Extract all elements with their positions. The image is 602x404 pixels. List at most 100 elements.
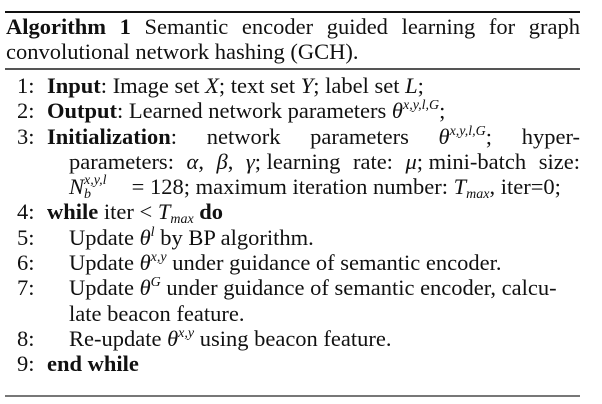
math-alpha: α: [186, 148, 199, 174]
algorithm-body: 1: Input: Image set X; text set Y; label…: [0, 73, 580, 377]
text: ; text set: [218, 73, 301, 98]
text: parameters:: [69, 148, 174, 174]
keyword-initialization: Initialization: [47, 123, 171, 149]
math-theta: θ: [391, 98, 403, 124]
math-superscript: G: [150, 275, 161, 291]
math-subscript: max: [466, 187, 490, 203]
math-Y: Y: [300, 73, 314, 98]
text: Re-update: [69, 325, 168, 351]
keyword-input: Input: [47, 73, 101, 98]
text: ; learning: [254, 148, 341, 174]
algo-line-7-cont: late beacon feature.: [0, 301, 580, 326]
keyword-end-while: end while: [47, 351, 139, 377]
caption-title-2: convolutional network hashing (GCH).: [6, 39, 359, 64]
math-superscript: x,y,l,G: [402, 98, 440, 114]
line-text: while iter < Tmax do: [47, 199, 224, 228]
math-subscript: b: [84, 187, 92, 203]
line-text: end while: [47, 351, 139, 376]
algorithm-caption: Algorithm 1 Semantic encoder guided lear…: [6, 14, 580, 64]
keyword-output: Output: [47, 98, 118, 124]
algo-line-4: 4: while iter < Tmax do: [0, 199, 580, 228]
mid-rule: [5, 68, 580, 70]
text: using beacon feature.: [194, 325, 392, 351]
algorithm-label: Algorithm 1: [6, 14, 131, 39]
math-theta: θ: [438, 123, 450, 149]
math-theta: θ: [139, 250, 151, 276]
line-number: 8:: [17, 325, 35, 351]
line-text: Re-update θx,y using beacon feature.: [69, 326, 392, 351]
algo-line-8: 8: Re-update θx,y using beacon feature.: [0, 326, 580, 351]
line-number: 5:: [17, 224, 35, 250]
line-number: 7:: [17, 275, 35, 301]
math-theta: θ: [139, 224, 151, 250]
algo-line-7: 7: Update θG under guidance of semantic …: [0, 275, 580, 300]
text: under guidance of semantic encoder.: [166, 250, 502, 276]
line-text: Output: Learned network parameters θx,y,…: [47, 98, 446, 124]
math-N: N: [69, 174, 85, 200]
math-superscript: x,y: [178, 325, 195, 341]
text: under guidance of semantic encoder, calc…: [160, 275, 557, 301]
math-superscript: x,y: [150, 250, 167, 266]
algo-line-1: 1: Input: Image set X; text set Y; label…: [0, 73, 580, 98]
line-number: 9:: [17, 351, 35, 377]
keyword-do: do: [193, 199, 224, 225]
line-number: 1:: [17, 73, 35, 98]
line-number: 4:: [17, 199, 35, 225]
algo-line-9: 9: end while: [0, 351, 580, 376]
math-T: T: [157, 199, 171, 225]
math-superscript: x,y,l: [84, 173, 107, 189]
line-number: 3:: [17, 123, 35, 149]
text: ; label set: [313, 73, 406, 98]
text: Update: [69, 224, 140, 250]
line-text: Update θx,y under guidance of semantic e…: [69, 250, 501, 275]
line-text: Update θl by BP algorithm.: [69, 225, 314, 250]
text: ;: [417, 73, 424, 98]
text: Update: [69, 250, 140, 276]
line-number: 6:: [17, 250, 35, 276]
line-text: Update θG under guidance of semantic enc…: [69, 275, 557, 300]
text: Image set: [112, 73, 206, 98]
math-superscript: l: [150, 224, 155, 240]
keyword-while: while: [47, 199, 99, 225]
text: parameters: [310, 123, 409, 149]
math-X: X: [205, 73, 219, 98]
text: , iter=0;: [489, 174, 561, 200]
algo-line-2: 2: Output: Learned network parameters θx…: [0, 98, 580, 123]
caption-line-1: Algorithm 1 Semantic encoder guided lear…: [6, 14, 580, 39]
algo-line-6: 6: Update θx,y under guidance of semanti…: [0, 250, 580, 275]
math-subscript: max: [170, 212, 194, 228]
text: ;: [439, 98, 446, 124]
math-superscript: x,y,l,G: [449, 123, 486, 139]
line-text: late beacon feature.: [69, 300, 245, 326]
text: = 128; maximum iteration number:: [126, 174, 454, 200]
text: ;: [485, 123, 493, 149]
text: Learned network parameters: [128, 98, 392, 124]
line-number: 2:: [17, 98, 35, 124]
text: iter <: [98, 199, 158, 225]
text: network: [206, 123, 281, 149]
text: ; mini-batch: [416, 148, 527, 174]
text: hyper-: [521, 123, 580, 149]
math-L: L: [405, 73, 418, 98]
math-gamma: γ: [245, 148, 255, 174]
math-theta: θ: [167, 325, 179, 351]
math-T: T: [453, 174, 467, 200]
text: by BP algorithm.: [154, 224, 314, 250]
top-rule: [5, 11, 580, 13]
math-mu: μ: [405, 148, 417, 174]
math-theta: θ: [139, 275, 151, 301]
text: rate:: [352, 148, 393, 174]
caption-title-1: Semantic encoder guided learning for gra…: [144, 14, 581, 39]
math-beta: β: [216, 148, 228, 174]
bottom-rule: [5, 395, 580, 397]
text: ,: [227, 148, 234, 174]
algo-line-5: 5: Update θl by BP algorithm.: [0, 225, 580, 250]
text: size:: [538, 148, 580, 174]
